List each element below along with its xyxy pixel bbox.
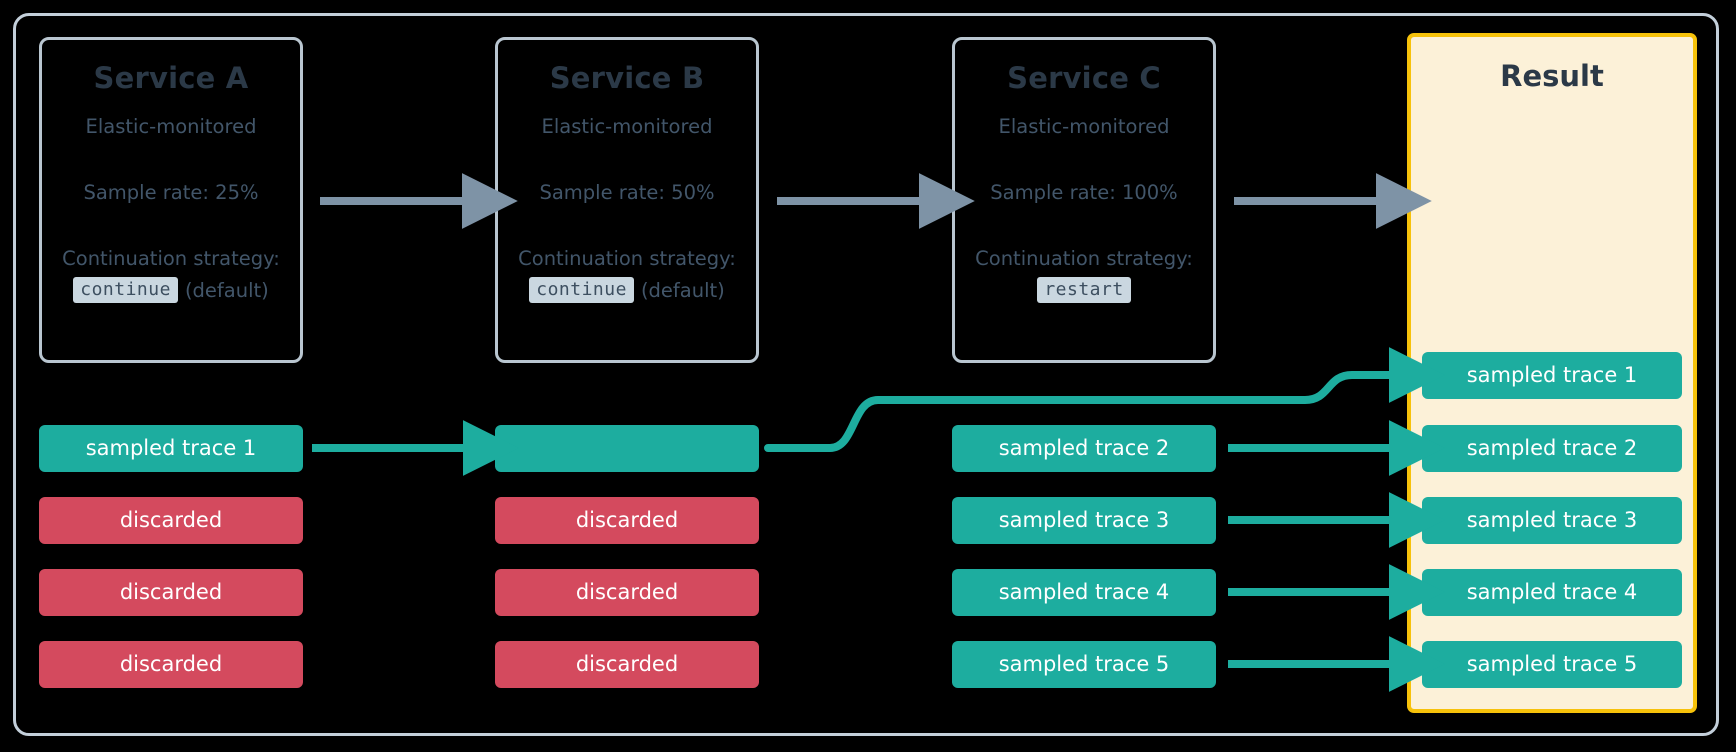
- service-a-strategy-label: Continuation strategy:: [62, 247, 280, 271]
- column-c-trace-1-label: sampled trace 2: [998, 436, 1170, 460]
- service-b-sample-rate: Sample rate: 50%: [539, 180, 715, 204]
- column-c-trace-1: sampled trace 2: [952, 425, 1216, 472]
- column-c-trace-4-label: sampled trace 5: [998, 652, 1170, 676]
- service-c-strategy-value: restart: [1037, 277, 1131, 304]
- column-b-trace-4: discarded: [495, 641, 759, 688]
- column-b-trace-4-label: discarded: [575, 652, 679, 676]
- result-trace-1: sampled trace 1: [1422, 352, 1682, 399]
- result-trace-2-label: sampled trace 2: [1466, 436, 1638, 460]
- result-trace-5: sampled trace 5: [1422, 641, 1682, 688]
- service-c-sample-rate: Sample rate: 100%: [990, 180, 1178, 204]
- service-a-title: Service A: [93, 61, 249, 95]
- column-b-trace-3-label: discarded: [575, 580, 679, 604]
- column-c-trace-2-label: sampled trace 3: [998, 508, 1170, 532]
- result-trace-3: sampled trace 3: [1422, 497, 1682, 544]
- service-box-a: Service A Elastic-monitored Sample rate:…: [39, 37, 303, 363]
- service-a-strategy-line: continue (default): [73, 277, 269, 304]
- column-a-trace-4-label: discarded: [119, 652, 223, 676]
- service-b-title: Service B: [549, 61, 705, 95]
- column-c-trace-3-label: sampled trace 4: [998, 580, 1170, 604]
- column-a-trace-3-label: discarded: [119, 580, 223, 604]
- column-c-trace-3: sampled trace 4: [952, 569, 1216, 616]
- service-a-strategy-value: continue: [73, 277, 178, 304]
- column-a-trace-2: discarded: [39, 497, 303, 544]
- result-trace-2: sampled trace 2: [1422, 425, 1682, 472]
- column-a-trace-4: discarded: [39, 641, 303, 688]
- service-b-strategy-note: (default): [640, 278, 725, 302]
- service-a-subtitle: Elastic-monitored: [85, 115, 257, 139]
- column-b-trace-1: [495, 425, 759, 472]
- service-a-strategy-note: (default): [184, 278, 269, 302]
- service-c-title: Service C: [1007, 61, 1161, 95]
- column-b-trace-2-label: discarded: [575, 508, 679, 532]
- service-b-strategy-label: Continuation strategy:: [518, 247, 736, 271]
- column-b-trace-3: discarded: [495, 569, 759, 616]
- service-b-subtitle: Elastic-monitored: [541, 115, 713, 139]
- service-b-strategy-line: continue (default): [529, 277, 725, 304]
- column-a-trace-1: sampled trace 1: [39, 425, 303, 472]
- service-box-c: Service C Elastic-monitored Sample rate:…: [952, 37, 1216, 363]
- result-trace-4-label: sampled trace 4: [1466, 580, 1638, 604]
- result-title: Result: [1500, 59, 1604, 93]
- result-trace-3-label: sampled trace 3: [1466, 508, 1638, 532]
- service-c-strategy-line: restart: [1037, 277, 1131, 304]
- column-b-trace-2: discarded: [495, 497, 759, 544]
- service-a-sample-rate: Sample rate: 25%: [83, 180, 259, 204]
- service-b-strategy-value: continue: [529, 277, 634, 304]
- service-c-strategy-label: Continuation strategy:: [975, 247, 1193, 271]
- column-a-trace-1-label: sampled trace 1: [85, 436, 257, 460]
- result-trace-5-label: sampled trace 5: [1466, 652, 1638, 676]
- result-trace-4: sampled trace 4: [1422, 569, 1682, 616]
- result-trace-1-label: sampled trace 1: [1466, 363, 1638, 387]
- column-a-trace-3: discarded: [39, 569, 303, 616]
- column-c-trace-4: sampled trace 5: [952, 641, 1216, 688]
- service-c-subtitle: Elastic-monitored: [998, 115, 1170, 139]
- column-a-trace-2-label: discarded: [119, 508, 223, 532]
- column-c-trace-2: sampled trace 3: [952, 497, 1216, 544]
- service-box-b: Service B Elastic-monitored Sample rate:…: [495, 37, 759, 363]
